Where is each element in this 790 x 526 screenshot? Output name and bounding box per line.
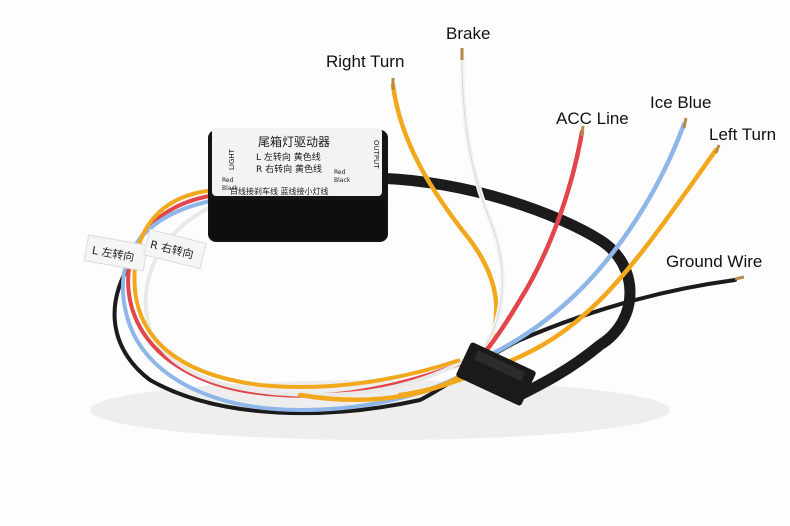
right-turn-label: Right Turn: [326, 52, 405, 71]
left-turn-wire: [397, 147, 719, 398]
module-line1: L 左转向 黄色线: [256, 151, 321, 163]
driver-module: 尾箱灯驱动器 L 左转向 黄色线 R 右转向 黄色线 Red Black Red…: [208, 128, 388, 242]
module-label: [212, 128, 382, 196]
module-red-left: Red: [222, 177, 234, 184]
right-turn-wire: [297, 82, 499, 402]
module-red-right: Red: [334, 169, 346, 176]
module-bottom-line: 白线接刹车线 蓝线接小灯线: [230, 186, 329, 196]
module-line2: R 右转向 黄色线: [256, 163, 322, 175]
brake-label: Brake: [446, 24, 491, 43]
ice-blue-tip: [682, 117, 688, 129]
acc-line-label: ACC Line: [556, 109, 629, 128]
left-turn-tip: [714, 144, 721, 154]
acc-tip: [580, 125, 585, 137]
white-loop-wire: [143, 203, 476, 398]
module-side-right: OUTPUT: [372, 140, 380, 169]
acc-line-wire: [482, 129, 585, 355]
ground-wire: [112, 248, 737, 416]
ground-tip: [734, 275, 745, 281]
black-output-cable: [366, 172, 636, 401]
ground-wire-label: Ground Wire: [666, 252, 763, 271]
module-black-right: Black: [334, 177, 351, 184]
brake-wire-outline: [461, 54, 503, 356]
ice-blue-label: Ice Blue: [650, 93, 712, 112]
left-turn-label: Left Turn: [709, 125, 777, 144]
left-wire-tag: L 左转向: [83, 234, 149, 272]
module-title: 尾箱灯驱动器: [258, 134, 330, 149]
module-black-left: Black: [222, 185, 239, 192]
wire-connector: [456, 342, 536, 406]
right-wire-tag: R 右转向: [143, 228, 207, 270]
module-side-left: LIGHT: [228, 148, 236, 170]
ice-blue-wire: [487, 121, 687, 358]
yellow-loop-wire: [132, 188, 461, 390]
